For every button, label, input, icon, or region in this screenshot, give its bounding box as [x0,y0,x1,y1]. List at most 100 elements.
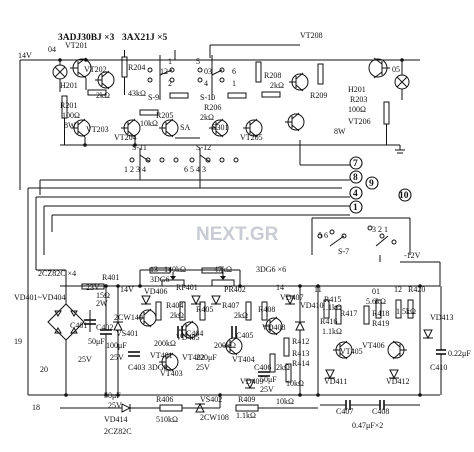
label-3dg6-a: 3DG6 [150,275,170,284]
label-vd407: VD407 [280,293,304,302]
label-25v-d: 25V [260,385,274,394]
label-200k-a: 200kΩ [154,339,176,348]
label-r209: R209 [310,91,327,100]
label-10k-b: 10kΩ [276,397,294,406]
label-25v-b: 25V [110,353,124,362]
label-vt402: VT402 [182,353,205,362]
label-rp401: RP401 [176,283,198,292]
transistor-vt203 [71,118,91,138]
label-s9: S-9 [148,93,159,102]
label-c403: C403 [128,363,145,372]
label-3dg6-x6: 3DG6 ×6 [256,265,286,274]
label-3dg6-b: 3DG6 [148,363,168,372]
label-vt201: VT201 [65,41,88,50]
transistor-vt206 [285,112,305,132]
label-transistor-type-a: 3ADJ30BJ ×3 [58,33,115,43]
label-5-6k: 5.6kΩ [366,297,386,306]
watermark-text: NEXT.GR [196,224,279,245]
label-pos-6: 6 [232,67,236,76]
label-2cz82c-x4: 2CZ82C ×4 [38,269,76,278]
label-sa: SA [180,123,190,132]
transistor-vt406 [387,340,407,360]
label-1-5k: 1.5kΩ [396,307,416,316]
label-2k-left: 2kΩ [96,91,110,100]
label-r414: R414 [292,359,309,368]
label-node-01: 01 [372,287,380,296]
label-10k-a: 10kΩ [286,379,304,388]
label-25v-c: 25V [196,363,210,372]
label-2k-right: 2kΩ [270,81,284,90]
label-r204: R204 [128,63,145,72]
transistor-vt210 [159,118,179,138]
label-r408: R408 [258,305,275,314]
label-r407: R407 [222,301,239,310]
label-10k: 10kΩ [140,119,158,128]
label-vd409: VD409 [240,377,264,386]
label-vt208: VT208 [300,31,323,40]
label-h201-left: H201 [60,81,78,90]
label-r406: R406 [156,395,173,404]
label-r417: R417 [340,309,357,318]
label-140k: 140kΩ [164,265,186,274]
label-s11: S-11 [132,143,147,152]
label-terminal-10: 10 [399,191,409,201]
label-r205: R205 [156,111,173,120]
label-r409: R409 [238,395,255,404]
label-s7-pos-right: 3 2 1 [372,225,388,234]
label-c402: C402 [96,323,113,332]
label-r206: R206 [204,103,221,112]
label-vd405: VD405 [176,333,200,342]
label-vt406: VT406 [362,341,385,350]
label-vt204: VT204 [114,133,137,142]
label-25v-a: 25V [78,355,92,364]
label-vd414: VD414 [104,415,128,424]
transistor-vt405 [333,340,353,360]
label-2w: 2W [96,299,108,308]
label-vd406: VD406 [144,287,168,296]
label-1-1k-b: 1.1kΩ [322,327,342,336]
label-r416: R416 [320,317,337,326]
label-2cw108: 2CW108 [200,413,229,422]
transistor-vt202 [95,70,115,90]
label-c405: C405 [236,331,253,340]
component-labels: 3ADJ30BJ ×3 3AX21J ×5 04 VT201 VT208 14V… [14,31,471,436]
label-r418: R418 [372,309,389,318]
label-vt203: VT203 [86,125,109,134]
lamp-h201-right-symbol [394,74,410,90]
label-23v: 23V [86,283,100,292]
label-14v-bottom: 14V [120,285,134,294]
label-pos-5: 5 [196,57,200,66]
label-pos-1: 1 [168,57,172,66]
label-25v-e: 25V [108,401,122,410]
label-pr402: PR402 [224,285,246,294]
label-pos-2: 2 [168,79,172,88]
label-200k-b: 200kΩ [214,341,236,350]
label-s12: S-12 [196,143,211,152]
label-terminal-9: 9 [369,179,374,189]
label-2k-r413: 2kΩ [276,363,290,372]
label-terminal-4: 4 [353,189,358,199]
label-220uf: 220μF [196,353,217,362]
label-s12-pos: 6 5 4 3 [184,165,206,174]
label-1-1k-a: 1.1kΩ [322,303,342,312]
label-r401: R401 [102,273,119,282]
label-r413: R413 [292,349,309,358]
label-vs402: VS402 [200,395,222,404]
label-vt206: VT206 [348,117,371,126]
label-vd408: VD408 [262,323,286,332]
label-s10: S-10 [200,93,215,102]
label-vd413: VD413 [430,313,454,322]
transistor-vt201 [70,57,92,79]
switch-s7 [311,217,411,255]
bridge-rectifier [47,303,85,341]
terminal-9-symbol [365,176,379,190]
label-pos-12: 12 [160,67,168,76]
transistor-vt208 [368,57,390,79]
terminal-10-symbol [398,188,412,202]
label-c404: C404 [186,329,203,338]
label-r203: R203 [350,95,367,104]
label-8w-right: 8W [334,127,346,136]
junction-dots [58,58,422,397]
label-r420: R420 [408,285,425,294]
